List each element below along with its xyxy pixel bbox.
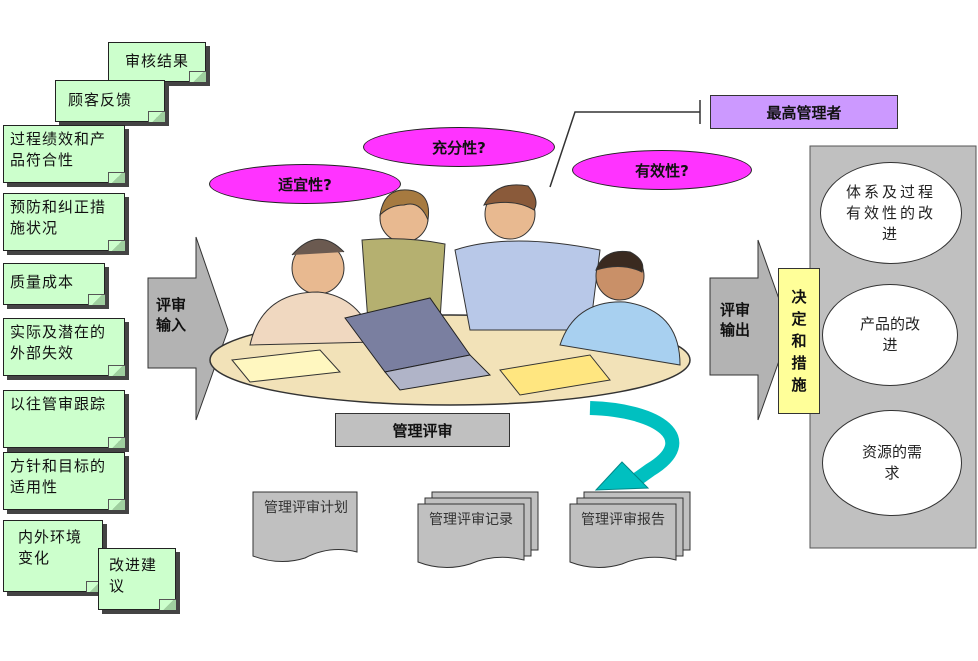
doc-record: 管理评审记录 bbox=[429, 512, 513, 528]
input-cost-text: 质量成本 bbox=[10, 273, 75, 291]
question-adequacy: 充分性? bbox=[363, 127, 555, 167]
review-output-label: 评审输出 bbox=[719, 301, 750, 339]
output-resource: 资源的需求 bbox=[822, 410, 962, 516]
output-product: 产品的改进 bbox=[822, 284, 958, 386]
input-feedback-text: 顾客反馈 bbox=[68, 91, 133, 109]
input-followup: 以往管审跟踪 bbox=[3, 390, 125, 448]
input-improve-text: 改进建议 bbox=[109, 556, 158, 595]
question-effectiveness-text: 有效性? bbox=[635, 161, 689, 180]
question-suitability-text: 适宜性? bbox=[278, 175, 332, 194]
management-review-box: 管理评审 bbox=[335, 413, 510, 447]
input-process: 过程绩效和产品符合性 bbox=[3, 125, 125, 183]
input-policy: 方针和目标的适用性 bbox=[3, 452, 125, 510]
input-cost: 质量成本 bbox=[3, 263, 105, 305]
output-system-text: 体系及过程有效性的改进 bbox=[845, 182, 936, 243]
doc-plan: 管理评审计划 bbox=[264, 500, 348, 516]
question-adequacy-text: 充分性? bbox=[432, 138, 486, 157]
doc-plan-shape bbox=[252, 491, 358, 562]
input-audit: 审核结果 bbox=[108, 42, 206, 82]
output-curve-arrow bbox=[589, 401, 680, 486]
input-improve: 改进建议 bbox=[98, 548, 176, 610]
input-env-text: 内外环境变化 bbox=[18, 528, 83, 567]
output-product-text: 产品的改进 bbox=[859, 315, 920, 354]
decision-box: 决定和措施 bbox=[778, 268, 820, 414]
top-management-connector bbox=[549, 111, 700, 188]
top-management-box: 最高管理者 bbox=[710, 95, 898, 129]
question-effectiveness: 有效性? bbox=[572, 150, 752, 190]
doc-report: 管理评审报告 bbox=[581, 512, 665, 528]
input-feedback: 顾客反馈 bbox=[55, 80, 165, 122]
input-policy-text: 方针和目标的适用性 bbox=[10, 457, 107, 496]
input-failure: 实际及潜在的外部失效 bbox=[3, 318, 125, 376]
input-process-text: 过程绩效和产品符合性 bbox=[10, 130, 107, 169]
output-resource-text: 资源的需求 bbox=[861, 443, 922, 482]
meeting-illustration bbox=[209, 184, 691, 406]
input-env: 内外环境变化 bbox=[3, 520, 103, 592]
input-preventive-text: 预防和纠正措施状况 bbox=[10, 198, 107, 237]
input-failure-text: 实际及潜在的外部失效 bbox=[10, 323, 107, 362]
review-output-arrow bbox=[709, 239, 791, 421]
doc-record-shape bbox=[417, 491, 539, 568]
doc-report-shape bbox=[569, 491, 691, 568]
input-preventive: 预防和纠正措施状况 bbox=[3, 193, 125, 251]
question-suitability: 适宜性? bbox=[209, 164, 401, 204]
input-followup-text: 以往管审跟踪 bbox=[10, 395, 107, 413]
review-input-arrow bbox=[147, 236, 229, 421]
input-audit-text: 审核结果 bbox=[124, 52, 189, 70]
output-system: 体系及过程有效性的改进 bbox=[820, 162, 962, 264]
review-input-label: 评审输入 bbox=[156, 296, 187, 334]
